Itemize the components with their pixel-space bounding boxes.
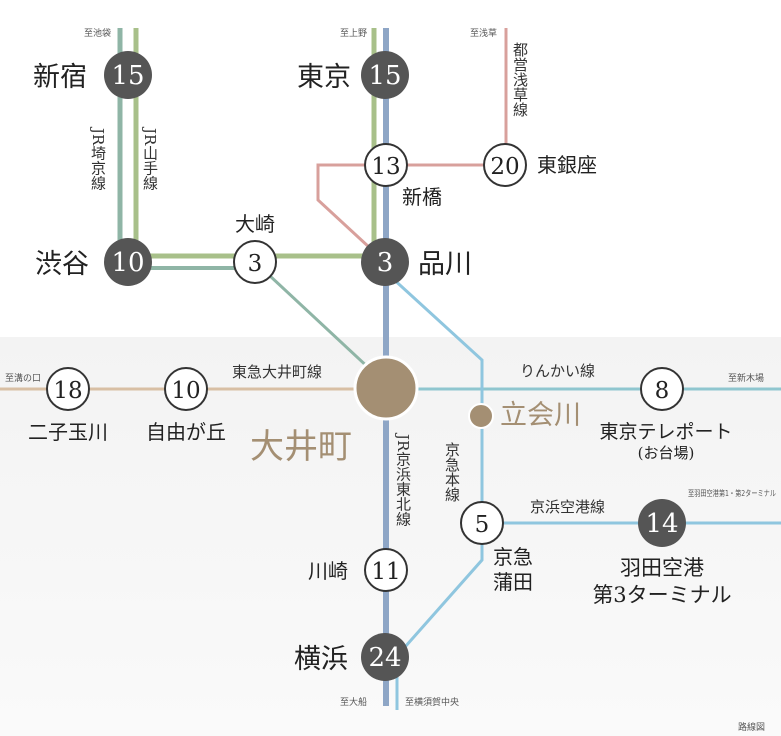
station-higashiginza: 20 東銀座 [483,143,597,187]
line-label-asakusa: 都営浅草線 [511,42,529,117]
station-marker [361,633,409,681]
station-name: 東京テレポート [599,421,732,443]
station-name-line1: 羽田空港 [620,556,704,580]
line-label-jr-yamanote: JR山手線 [141,126,159,191]
destination-shinkiba: 至新木場 [728,372,764,384]
station-name-line2: 蒲田 [493,570,533,594]
line-label-rinkai: りんかい線 [520,362,595,380]
station-name-line1: 京急 [493,545,533,569]
station-tokyo: 15 東京 [297,51,409,99]
station-marker [460,501,504,545]
line-label-keikyu-main: 京急本線 [443,442,461,502]
station-shinjuku: 15 新宿 [33,51,152,99]
line-label-oimachi: 東急大井町線 [232,363,322,381]
line-label-jr-saikyo: JR埼京線 [89,126,107,191]
station-name-line2: 第3ターミナル [592,583,731,607]
station-name: 大井町 [250,427,352,467]
line-asakusa [316,28,508,250]
station-name: 二子玉川 [28,420,108,444]
station-oimachi: 大井町 [250,355,419,467]
station-name: 横浜 [294,644,348,675]
station-minutes: 10 [111,248,144,278]
station-marker [353,355,419,421]
station-kawasaki: 11 川崎 [308,548,408,592]
station-haneda-t3: 14 羽田空港 第3ターミナル [592,499,732,607]
station-name: 品川 [418,249,472,280]
station-name: 東銀座 [537,153,597,177]
station-minutes: 3 [248,251,263,277]
station-minutes: 15 [111,61,144,91]
destination-haneda-t12: 至羽田空港第1・第2ターミナル [688,488,776,498]
destination-yokosuka: 至横須賀中央 [405,696,459,708]
station-name: 自由が丘 [146,420,226,444]
station-jiyugaoka: 10 自由が丘 [146,367,226,444]
station-keikyu-kamata: 5 京急 蒲田 [460,501,533,594]
station-minutes: 20 [490,154,519,180]
station-name: 新宿 [33,62,87,93]
station-tokyo-teleport: 8 東京テレポート (お台場) [599,367,733,462]
station-marker [640,367,684,411]
destination-asakusa: 至浅草 [470,27,497,39]
station-shinagawa: 3 品川 [361,238,472,286]
line-segment [388,274,484,523]
destination-ikebukuro: 至池袋 [84,27,111,39]
station-marker [483,143,527,187]
station-minutes: 10 [171,378,200,404]
station-name: 東京 [297,62,351,93]
station-marker [361,238,409,286]
map-note: 路線図 [738,721,765,733]
station-marker [104,51,152,99]
line-segment [316,28,508,250]
station-name: 立会川 [500,400,581,431]
station-name: 大崎 [235,212,275,236]
station-marker [638,499,686,547]
station-marker [233,240,277,284]
station-subname: (お台場) [638,444,695,462]
line-osaki-oimachi [253,260,388,386]
line-segment [253,260,388,386]
station-marker [364,143,408,187]
station-minutes: 18 [53,378,82,404]
station-minutes: 15 [368,61,401,91]
station-marker [361,51,409,99]
station-minutes: 24 [368,643,401,673]
station-name: 川崎 [308,559,348,583]
station-minutes: 8 [655,378,670,404]
line-segment [395,523,484,657]
station-shibuya: 10 渋谷 [35,238,152,286]
station-minutes: 14 [645,509,678,539]
station-marker [46,367,90,411]
station-marker [468,403,494,429]
destination-mizonokuchi: 至溝の口 [5,372,41,384]
line-label-keikyu-airport: 京浜空港線 [530,498,605,516]
station-tachiaigawa: 立会川 [468,400,581,431]
station-yokohama: 24 横浜 [294,633,409,681]
station-marker [164,367,208,411]
station-minutes: 13 [371,154,400,180]
station-minutes: 11 [371,559,400,585]
station-name: 新橋 [402,185,442,209]
destination-ueno: 至上野 [340,28,367,39]
station-osaki: 3 大崎 [233,212,277,284]
destination-ofuna: 至大船 [340,696,367,708]
station-futakotamagawa: 18 二子玉川 [28,367,108,444]
station-minutes: 3 [377,248,394,278]
station-name: 渋谷 [35,249,89,280]
station-shimbashi: 13 新橋 [364,143,442,209]
station-minutes: 5 [475,512,490,538]
station-marker [104,238,152,286]
station-marker [364,548,408,592]
line-label-keihin-tohoku: JR京浜東北線 [394,432,412,527]
